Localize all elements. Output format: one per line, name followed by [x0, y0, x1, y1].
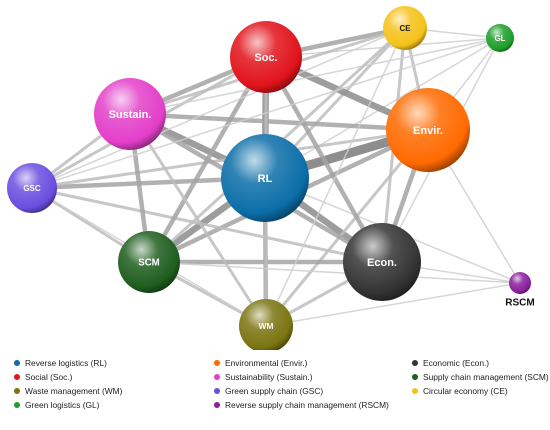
node-sphere-econ[interactable] — [343, 223, 421, 301]
node-label-ce: CE — [399, 24, 411, 33]
legend-dot-icon — [214, 402, 220, 408]
node-label-gl: GL — [494, 34, 505, 43]
legend: Reverse logistics (RL) Environmental (Env… — [14, 354, 549, 426]
node-sphere-wm[interactable] — [239, 299, 293, 350]
legend-item: Social (Soc.) — [14, 372, 72, 382]
node-label-scm: SCM — [138, 258, 160, 269]
node-sphere-gsc[interactable] — [7, 163, 57, 213]
legend-item: Green logistics (GL) — [14, 400, 99, 410]
node-wm[interactable]: WM — [239, 299, 293, 350]
legend-item: Sustainability (Sustain.) — [214, 372, 313, 382]
node-sphere-sustain[interactable] — [94, 78, 166, 150]
legend-dot-icon — [214, 388, 220, 394]
node-ce[interactable]: CE — [383, 6, 427, 50]
legend-item: Supply chain management (SCM) — [412, 372, 549, 382]
legend-label: Economic (Econ.) — [423, 358, 490, 368]
legend-label: Reverse logistics (RL) — [25, 358, 107, 368]
edge-sustain-gl — [129, 37, 501, 115]
keyword-network-diagram: RL Envir. Econ. Soc. Sustain. SCM WM GSC CE GL RSC… — [7, 6, 535, 350]
node-sphere-envir[interactable] — [386, 88, 470, 172]
edge-wm-rscm — [265, 282, 521, 327]
legend-label: Sustainability (Sustain.) — [225, 372, 313, 382]
node-sphere-soc[interactable] — [230, 21, 302, 93]
legend-dot-icon — [214, 374, 220, 380]
legend-label: Green supply chain (GSC) — [225, 386, 324, 396]
legend-item: Reverse logistics (RL) — [14, 358, 107, 368]
node-label-sustain: Sustain. — [109, 109, 152, 121]
node-label-soc: Soc. — [254, 52, 277, 64]
legend-dot-icon — [412, 388, 418, 394]
node-scm[interactable]: SCM — [118, 231, 180, 293]
legend-item: Waste management (WM) — [14, 386, 122, 396]
edge-wm-ce — [265, 27, 406, 327]
edge-soc-scm — [147, 55, 268, 264]
node-rscm[interactable]: RSCM — [505, 272, 535, 309]
legend-label: Circular economy (CE) — [423, 386, 508, 396]
legend-dot-icon — [14, 374, 20, 380]
legend-label: Environmental (Envir.) — [225, 358, 308, 368]
node-rl[interactable]: RL — [221, 134, 309, 222]
node-soc[interactable]: Soc. — [230, 21, 302, 93]
edge-econ-gsc — [31, 186, 383, 264]
edge-envir-sustain — [129, 111, 429, 133]
legend-item: Reverse supply chain management (RSCM) — [214, 400, 389, 410]
node-label-wm: WM — [259, 321, 274, 331]
legend-dot-icon — [14, 360, 20, 366]
legend-item: Economic (Econ.) — [412, 358, 489, 368]
node-sphere-gl[interactable] — [486, 24, 514, 52]
node-label-rscm: RSCM — [505, 298, 534, 309]
node-label-envir: Envir. — [413, 125, 443, 137]
legend-label: Supply chain management (SCM) — [423, 372, 549, 382]
nodes-layer: RL Envir. Econ. Soc. Sustain. SCM WM GSC CE GL RSC… — [7, 6, 535, 350]
edge-gsc-gl — [31, 37, 501, 189]
edge-econ-soc — [264, 55, 384, 264]
legend-item: Environmental (Envir.) — [214, 358, 307, 368]
legend-dot-icon — [14, 402, 20, 408]
legend-dot-icon — [412, 360, 418, 366]
node-sphere-rscm[interactable] — [509, 272, 531, 294]
legend-dot-icon — [214, 360, 220, 366]
node-label-gsc: GSC — [23, 184, 41, 193]
edge-scm-rscm — [148, 261, 521, 284]
node-sphere-ce[interactable] — [383, 6, 427, 50]
node-gl[interactable]: GL — [486, 24, 514, 52]
node-label-econ: Econ. — [367, 257, 397, 269]
node-envir[interactable]: Envir. — [386, 88, 470, 172]
node-econ[interactable]: Econ. — [343, 223, 421, 301]
legend-label: Green logistics (GL) — [25, 400, 100, 410]
legend-label: Reverse supply chain management (RSCM) — [225, 400, 389, 410]
legend-item: Green supply chain (GSC) — [214, 386, 323, 396]
node-sustain[interactable]: Sustain. — [94, 78, 166, 150]
legend-dot-icon — [412, 374, 418, 380]
edge-envir-wm — [264, 129, 430, 327]
legend-dot-icon — [14, 388, 20, 394]
legend-item: Circular economy (CE) — [412, 386, 508, 396]
node-sphere-rl[interactable] — [221, 134, 309, 222]
legend-label: Waste management (WM) — [25, 386, 123, 396]
node-gsc[interactable]: GSC — [7, 163, 57, 213]
node-label-rl: RL — [258, 173, 273, 185]
edge-gsc-ce — [31, 27, 406, 189]
legend-label: Social (Soc.) — [25, 372, 73, 382]
node-sphere-scm[interactable] — [118, 231, 180, 293]
